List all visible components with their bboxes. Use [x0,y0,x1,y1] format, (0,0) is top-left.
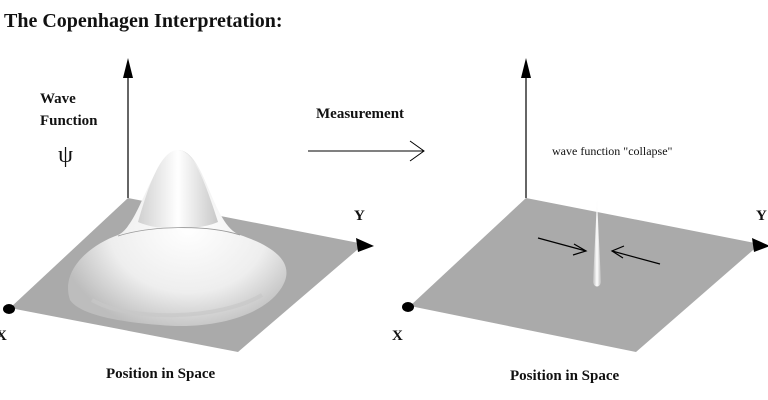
left-y-axis-label: Y [354,208,365,224]
converge-arrow-right [611,250,661,265]
measurement-arrow [308,140,425,162]
left-x-axis-label: X [0,328,7,344]
wave-function-peak [138,150,218,229]
psi-symbol: ψ [58,142,74,168]
collapse-label: wave function "collapse" [552,144,673,158]
converge-arrow-left [537,237,587,252]
left-y-arrowhead [356,238,374,252]
right-vertical-arrowhead [521,58,531,78]
right-position-label: Position in Space [510,368,620,384]
right-y-arrowhead [752,238,768,252]
right-panel [402,58,768,352]
wave-function-surface [68,150,287,327]
diagram-title: The Copenhagen Interpretation: [4,10,283,32]
left-panel [3,58,374,352]
right-y-axis-label: Y [756,208,767,224]
left-position-label: Position in Space [106,366,216,382]
right-x-axis-label: X [392,328,403,344]
wave-label-line1: Wave [40,91,76,107]
wave-function-rim [117,227,241,237]
measurement-label: Measurement [316,106,405,122]
collapsed-spike [593,200,601,287]
wave-label-line2: Function [40,113,98,129]
left-vertical-arrowhead [123,58,133,78]
right-plane [410,198,760,352]
wave-function-base-shadow [90,293,264,318]
left-x-axis-marker [3,304,15,314]
wave-function-label: Wave Function [40,88,98,132]
right-x-axis-marker [402,302,414,312]
